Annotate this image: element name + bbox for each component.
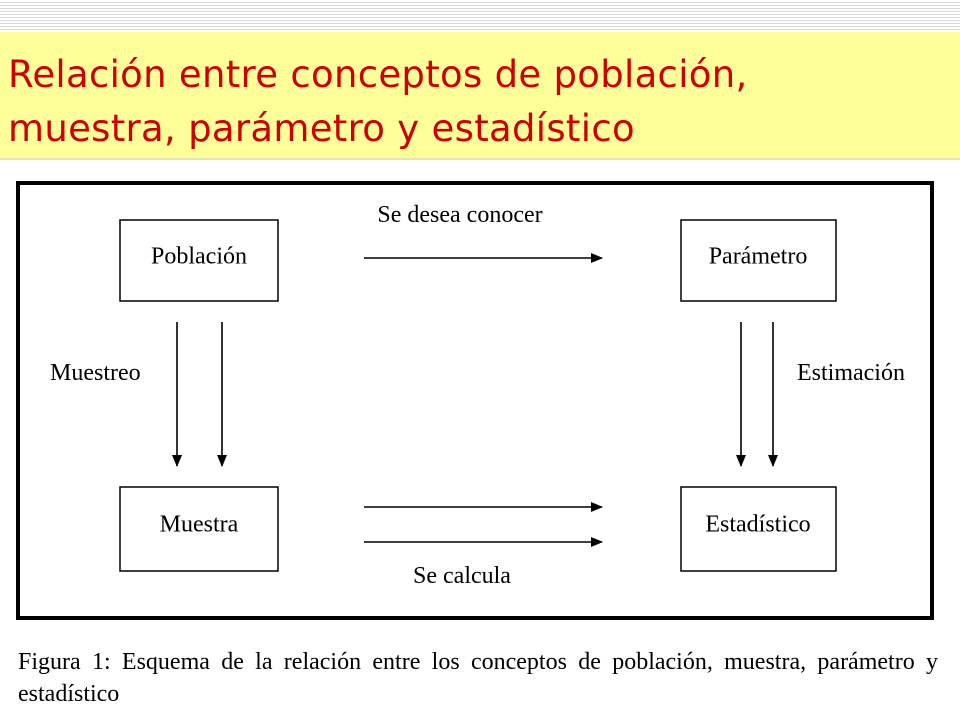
- figure-caption: Figura 1: Esquema de la relación entre l…: [18, 649, 938, 707]
- estadistico-box: [680, 486, 837, 572]
- title-band: [0, 32, 960, 158]
- diagram-frame: [16, 181, 934, 620]
- header-stripes: [0, 0, 960, 30]
- estadistico-label: Estadístico: [705, 512, 810, 538]
- slide-title-line-1: Relación entre conceptos de población,: [8, 53, 748, 96]
- poblacion-label: Población: [151, 244, 247, 270]
- slide-title: Relación entre conceptos de población, m…: [8, 48, 748, 156]
- se-calcula-label: Se calcula: [413, 563, 511, 589]
- se-desea-conocer-label: Se desea conocer: [377, 202, 542, 228]
- slide-title-line-2: muestra, parámetro y estadístico: [8, 107, 635, 150]
- poblacion-box: [119, 219, 279, 302]
- parametro-label: Parámetro: [709, 244, 808, 270]
- estimacion-label: Estimación: [797, 360, 905, 386]
- parametro-box: [680, 219, 837, 302]
- muestra-label: Muestra: [160, 512, 239, 538]
- muestra-box: [119, 486, 279, 572]
- muestreo-label: Muestreo: [50, 360, 141, 386]
